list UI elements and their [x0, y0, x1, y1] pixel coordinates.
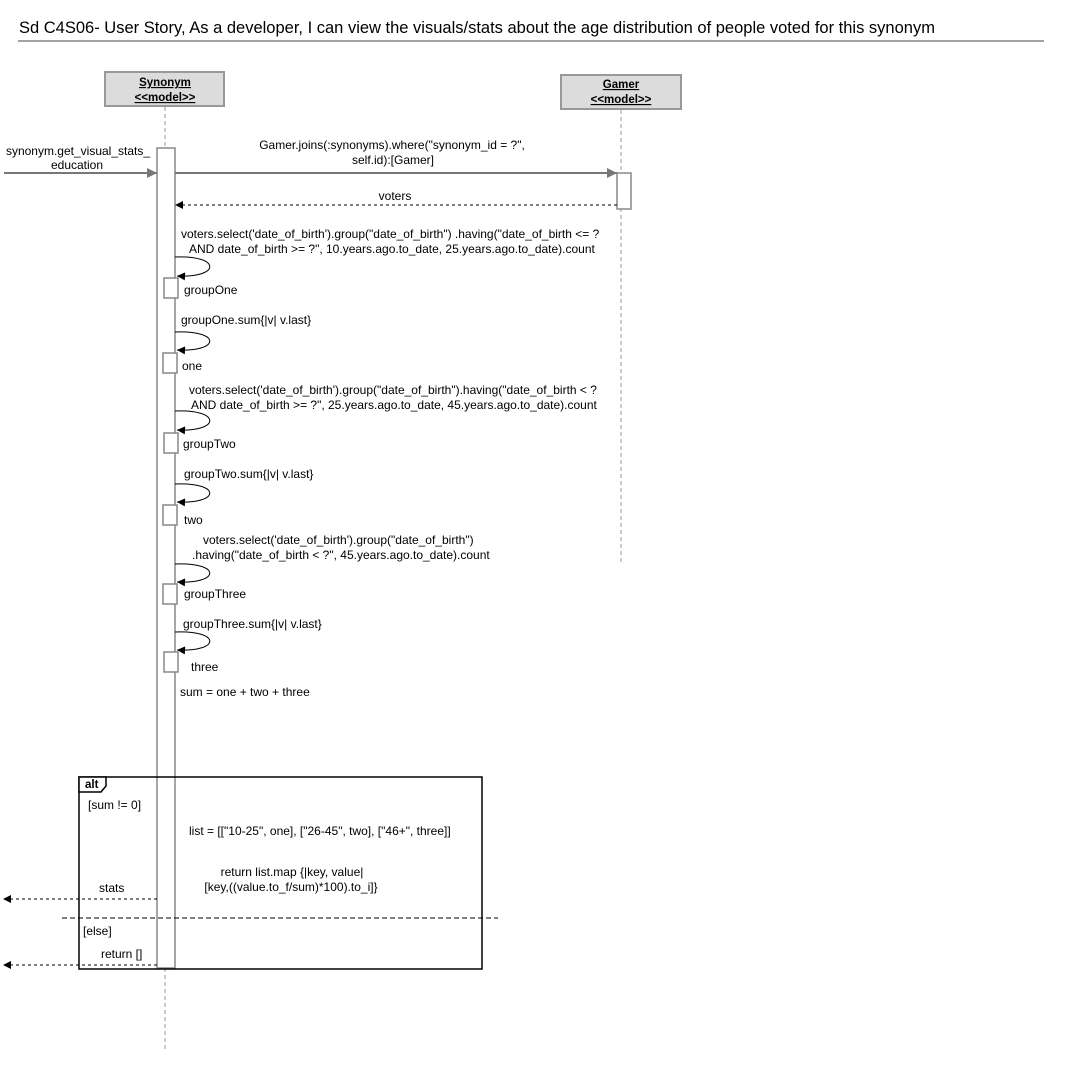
- voters-return-label: voters: [379, 189, 412, 203]
- select-two-label-2: AND date_of_birth >= ?", 25.years.ago.to…: [191, 398, 598, 412]
- alt-return-map-label-1: return list.map {|key, value|: [221, 865, 364, 879]
- gamer-lifeline-head[interactable]: Gamer <<model>>: [560, 74, 682, 110]
- sum-two-self-arrow[interactable]: [174, 483, 211, 507]
- alt-guard-else: [else]: [83, 924, 112, 938]
- synonym-lifeline-head[interactable]: Synonym <<model>>: [104, 71, 225, 107]
- sum-one-label: groupOne.sum{|v| v.last}: [181, 313, 311, 327]
- call-gamer-label-1: Gamer.joins(:synonyms).where("synonym_id…: [259, 138, 525, 152]
- sum-one-self-arrow[interactable]: [174, 331, 211, 355]
- synonym-stereotype: <<model>>: [135, 92, 196, 104]
- select-one-self-arrow[interactable]: [174, 256, 211, 281]
- group-two-activation: [163, 432, 179, 454]
- gamer-name: Gamer: [603, 79, 640, 91]
- entry-message-label-1: synonym.get_visual_stats_: [6, 144, 150, 158]
- group-one-label: groupOne: [184, 283, 238, 297]
- select-one-label-2: AND date_of_birth >= ?", 10.years.ago.to…: [189, 242, 596, 256]
- group-three-label: groupThree: [184, 587, 246, 601]
- entry-message-label-2: education: [51, 158, 103, 172]
- sum-total-label: sum = one + two + three: [180, 685, 310, 699]
- return-empty-label: return []: [101, 947, 142, 961]
- group-three-activation: [162, 583, 178, 605]
- group-two-label: groupTwo: [183, 437, 236, 451]
- synonym-name: Synonym: [139, 77, 191, 89]
- diagram-title: Sd C4S06- User Story, As a developer, I …: [19, 19, 935, 37]
- three-label: three: [191, 660, 219, 674]
- gamer-stereotype: <<model>>: [591, 94, 652, 106]
- two-label: two: [184, 513, 203, 527]
- alt-list-label: list = [["10-25", one], ["26-45", two], …: [189, 824, 451, 838]
- synonym-activation-bar[interactable]: [156, 147, 176, 969]
- two-activation: [162, 504, 178, 526]
- call-gamer-label-2: self.id):[Gamer]: [352, 153, 434, 167]
- select-one-label-1: voters.select('date_of_birth').group("da…: [181, 227, 600, 241]
- sum-three-label: groupThree.sum{|v| v.last}: [183, 617, 322, 631]
- alt-label: alt: [85, 779, 99, 791]
- alt-return-map-label-2: [key,((value.to_f/sum)*100).to_i]}: [204, 880, 377, 894]
- alt-guard-if: [sum != 0]: [88, 798, 141, 812]
- select-three-label-2: .having("date_of_birth < ?", 45.years.ag…: [192, 548, 490, 562]
- three-activation: [163, 651, 179, 673]
- select-two-self-arrow[interactable]: [174, 410, 211, 435]
- gamer-activation-bar[interactable]: [616, 172, 632, 210]
- one-label: one: [182, 359, 202, 373]
- select-three-label-1: voters.select('date_of_birth').group("da…: [203, 533, 474, 547]
- select-three-self-arrow[interactable]: [174, 563, 211, 587]
- select-two-label-1: voters.select('date_of_birth').group("da…: [189, 383, 597, 397]
- stats-return-label: stats: [99, 881, 124, 895]
- one-activation: [162, 352, 178, 374]
- sum-three-self-arrow[interactable]: [174, 631, 211, 655]
- sum-two-label: groupTwo.sum{|v| v.last}: [184, 467, 313, 481]
- alt-fragment[interactable]: alt [sum != 0] list = [["10-25", one], […: [3, 776, 498, 970]
- alt-fragment-tab: [78, 776, 107, 793]
- group-one-activation: [163, 277, 179, 299]
